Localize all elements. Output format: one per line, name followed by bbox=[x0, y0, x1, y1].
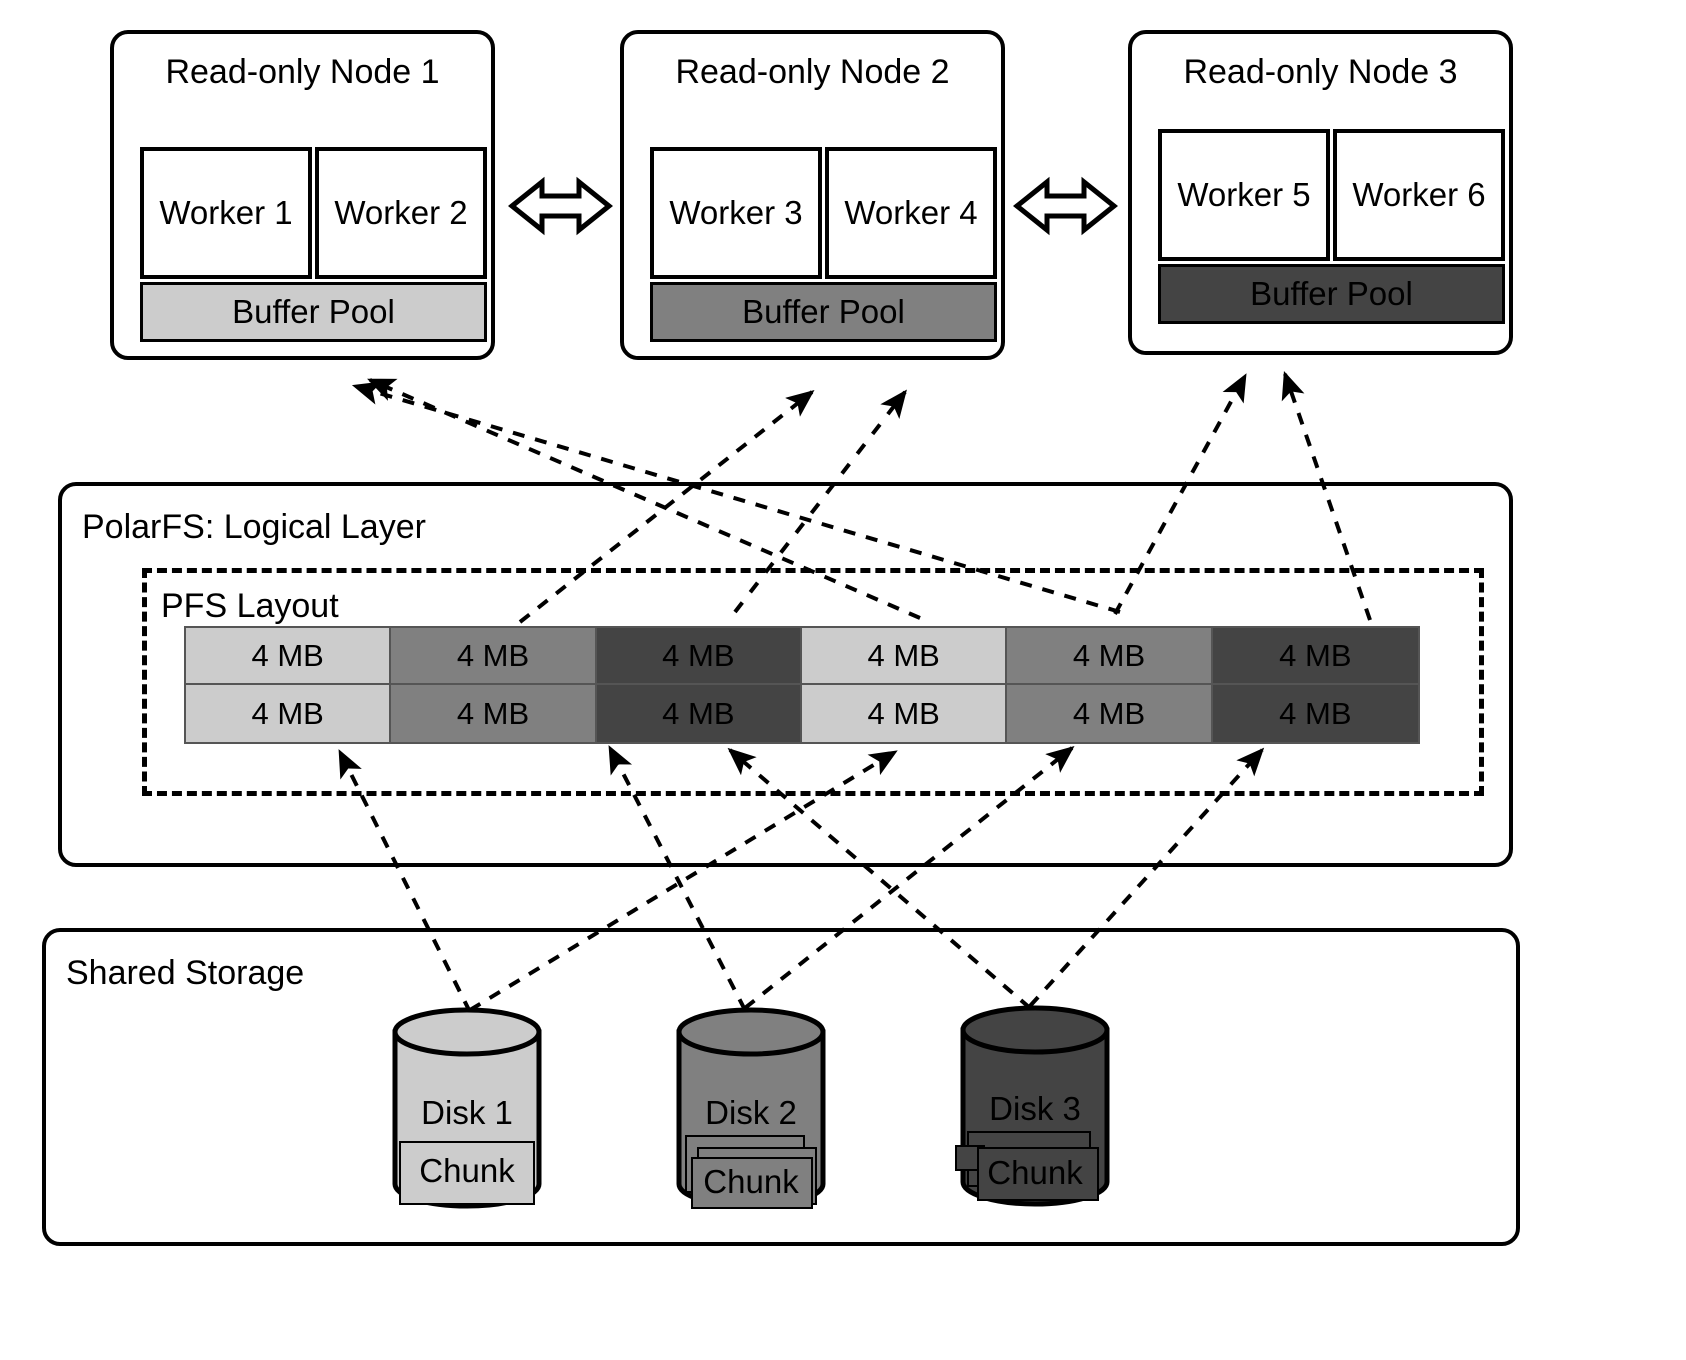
chunk-label: Chunk bbox=[419, 1152, 515, 1189]
read-only-node-1[interactable]: Read-only Node 1 Worker 1 Worker 2 Buffe… bbox=[110, 30, 495, 360]
worker-box[interactable]: Worker 3 bbox=[650, 147, 822, 279]
pfs-block[interactable]: 4 MB bbox=[1007, 685, 1213, 742]
double-headed-arrow-icon bbox=[1012, 172, 1119, 240]
chunk-label: Chunk bbox=[987, 1154, 1083, 1191]
node-title: Read-only Node 1 bbox=[165, 53, 440, 91]
pfs-block[interactable]: 4 MB bbox=[391, 685, 597, 742]
pfs-layout-title: PFS Layout bbox=[161, 587, 339, 625]
worker-box[interactable]: Worker 4 bbox=[825, 147, 997, 279]
pfs-block[interactable]: 4 MB bbox=[596, 628, 802, 685]
pfs-block[interactable]: 4 MB bbox=[391, 628, 597, 685]
read-only-node-2[interactable]: Read-only Node 2 Worker 3 Worker 4 Buffe… bbox=[620, 30, 1005, 360]
pfs-layout-box: PFS Layout bbox=[142, 568, 1484, 796]
worker-box[interactable]: Worker 6 bbox=[1333, 129, 1505, 261]
polarfs-logical-layer: PolarFS: Logical Layer PFS Layout 4 MB 4… bbox=[58, 482, 1513, 867]
chunk-label: Chunk bbox=[703, 1163, 799, 1200]
shared-storage-layer: Shared Storage bbox=[42, 928, 1520, 1246]
buffer-pool[interactable]: Buffer Pool bbox=[140, 282, 487, 342]
worker-box[interactable]: Worker 1 bbox=[140, 147, 312, 279]
worker-box[interactable]: Worker 2 bbox=[315, 147, 487, 279]
double-headed-arrow-icon bbox=[507, 172, 614, 240]
worker-box[interactable]: Worker 5 bbox=[1158, 129, 1330, 261]
pfs-block[interactable]: 4 MB bbox=[186, 628, 392, 685]
pfs-block[interactable]: 4 MB bbox=[1212, 685, 1418, 742]
disk-3[interactable]: Disk 3 Chunk bbox=[955, 1005, 1110, 1207]
node-title: Read-only Node 2 bbox=[675, 53, 950, 91]
pfs-block-grid: 4 MB 4 MB 4 MB 4 MB 4 MB 4 MB 4 MB 4 MB … bbox=[184, 626, 1420, 744]
pfs-block[interactable]: 4 MB bbox=[596, 685, 802, 742]
pfs-block[interactable]: 4 MB bbox=[1212, 628, 1418, 685]
pfs-block[interactable]: 4 MB bbox=[801, 628, 1008, 685]
pfs-block[interactable]: 4 MB bbox=[1007, 628, 1213, 685]
disk-1[interactable]: Disk 1 Chunk bbox=[392, 1007, 542, 1209]
disk-name: Disk 1 bbox=[421, 1094, 513, 1131]
polarfs-layer-title: PolarFS: Logical Layer bbox=[82, 508, 426, 546]
buffer-pool[interactable]: Buffer Pool bbox=[650, 282, 997, 342]
buffer-pool[interactable]: Buffer Pool bbox=[1158, 264, 1505, 324]
pfs-block[interactable]: 4 MB bbox=[801, 685, 1008, 742]
disk-name: Disk 2 bbox=[705, 1094, 797, 1131]
disk-name: Disk 3 bbox=[989, 1090, 1081, 1127]
read-only-node-3[interactable]: Read-only Node 3 Worker 5 Worker 6 Buffe… bbox=[1128, 30, 1513, 355]
disk-2[interactable]: Disk 2 Chunk bbox=[676, 1007, 826, 1209]
pfs-block[interactable]: 4 MB bbox=[186, 685, 392, 742]
node-title: Read-only Node 3 bbox=[1183, 53, 1458, 91]
shared-storage-title: Shared Storage bbox=[66, 954, 305, 992]
